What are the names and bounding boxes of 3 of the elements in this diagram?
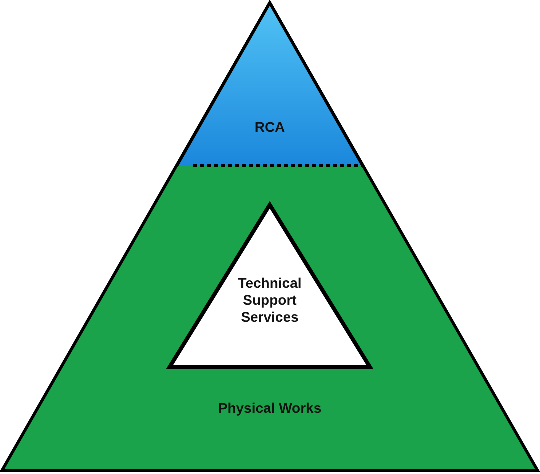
region-label: RCA — [254, 119, 286, 136]
region-label: Technical Support Services — [237, 275, 303, 326]
region-label: Physical Works — [217, 400, 323, 417]
